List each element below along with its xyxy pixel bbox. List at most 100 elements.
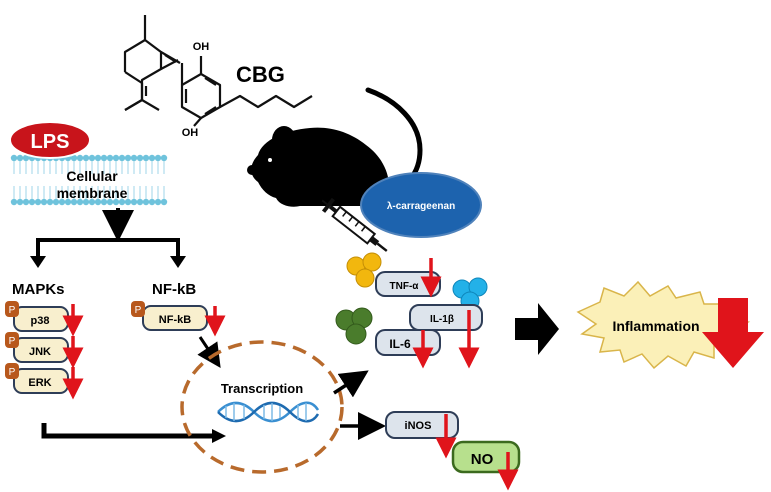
lipid-head bbox=[130, 154, 138, 162]
mapk-box-erk: ERK bbox=[13, 368, 69, 394]
lipid-head bbox=[118, 154, 126, 162]
lipid-head bbox=[124, 154, 132, 162]
lipid-head bbox=[112, 154, 120, 162]
lipid-head bbox=[34, 198, 42, 206]
mapk-box-p38: p38 bbox=[13, 306, 69, 332]
nfkb-title: NF-kB bbox=[152, 281, 196, 298]
lipid-head bbox=[160, 154, 168, 162]
mapk-label-jnk: JNK bbox=[29, 346, 51, 358]
lipid-head bbox=[46, 198, 54, 206]
phospho-badge: P bbox=[131, 301, 145, 317]
lipid-head bbox=[82, 198, 90, 206]
mouse-silhouette bbox=[247, 87, 423, 207]
nucleus-to-cytokines-arrow bbox=[333, 370, 369, 398]
lipid-head bbox=[52, 198, 60, 206]
phospho-badge: P bbox=[5, 332, 19, 348]
arrow-head-nfkb bbox=[170, 256, 186, 268]
lipid-head bbox=[22, 198, 30, 206]
nfkb-box-label: NF-kB bbox=[159, 314, 191, 326]
lipid-head bbox=[82, 154, 90, 162]
no-label: NO bbox=[471, 451, 494, 468]
cytokine-box-il1b: IL-1β bbox=[409, 304, 483, 331]
svg-text:P: P bbox=[9, 336, 16, 347]
membrane-bilayer bbox=[10, 154, 168, 206]
phospho-badge: P bbox=[5, 301, 19, 317]
branch-arrows bbox=[36, 208, 180, 258]
lipid-head bbox=[10, 198, 18, 206]
lipid-head bbox=[112, 198, 120, 206]
svg-text:P: P bbox=[9, 367, 16, 378]
nucleus bbox=[180, 340, 344, 474]
lipid-head bbox=[40, 198, 48, 206]
nucleus-label: Transcription bbox=[221, 381, 303, 396]
syringe-icon bbox=[321, 197, 388, 252]
right-arrow-icon bbox=[515, 303, 559, 355]
lipid-head bbox=[10, 154, 18, 162]
lipid-head bbox=[148, 198, 156, 206]
mapk-label-p38: p38 bbox=[31, 315, 50, 327]
lipid-head bbox=[70, 154, 78, 162]
lipid-head bbox=[58, 198, 66, 206]
cbg-label: CBG bbox=[236, 62, 285, 87]
right-arrow-icon bbox=[212, 429, 226, 443]
phospho-badge: P bbox=[5, 363, 19, 379]
membrane-label-line1: Cellular bbox=[66, 168, 118, 184]
mapk-to-nucleus-arrow bbox=[41, 423, 215, 439]
gold-cytokine-dots bbox=[346, 252, 382, 288]
cytokine-label-tnf: TNF-α bbox=[390, 281, 420, 292]
no-box: NO bbox=[451, 440, 521, 474]
lipid-head bbox=[94, 198, 102, 206]
carrageenan-ellipse bbox=[360, 172, 482, 238]
green-cytokine-dots bbox=[335, 307, 373, 345]
carrageenan-label: λ-carrageenan bbox=[387, 201, 455, 212]
membrane-label-line2: membrane bbox=[57, 185, 128, 201]
lipid-head bbox=[88, 154, 96, 162]
svg-text:P: P bbox=[9, 305, 16, 316]
lipid-head bbox=[136, 154, 144, 162]
lipid-head bbox=[142, 198, 150, 206]
nfkb-box: NF-kB bbox=[142, 305, 208, 331]
cytokine-label-il1b: IL-1β bbox=[430, 314, 454, 325]
mapk-label-erk: ERK bbox=[28, 377, 51, 389]
lipid-head bbox=[142, 154, 150, 162]
cbg-oh-bottom: OH bbox=[182, 127, 199, 139]
lipid-head bbox=[124, 198, 132, 206]
lipid-head bbox=[64, 198, 72, 206]
lipid-head bbox=[94, 154, 102, 162]
cbg-structure bbox=[123, 15, 313, 127]
cytokine-box-il6: IL-6 bbox=[375, 329, 441, 356]
lipid-head bbox=[70, 198, 78, 206]
lipid-head bbox=[100, 198, 108, 206]
lipid-head bbox=[28, 198, 36, 206]
lipid-head bbox=[76, 198, 84, 206]
mapk-box-jnk: JNK bbox=[13, 337, 69, 363]
inos-box: iNOS bbox=[385, 411, 459, 439]
lipid-head bbox=[160, 198, 168, 206]
lipid-head bbox=[106, 198, 114, 206]
mapk-title: MAPKs bbox=[12, 281, 65, 298]
svg-text:P: P bbox=[135, 305, 142, 316]
lipid-head bbox=[16, 154, 24, 162]
lipid-head bbox=[130, 198, 138, 206]
lipid-head bbox=[154, 154, 162, 162]
inflammation-label: Inflammation bbox=[612, 318, 699, 334]
lipid-head bbox=[100, 154, 108, 162]
lipid-head bbox=[106, 154, 114, 162]
lps-label: LPS bbox=[31, 131, 70, 153]
arrow-head-mapk bbox=[30, 256, 46, 268]
inos-label: iNOS bbox=[405, 420, 432, 432]
cbg-oh-top: OH bbox=[193, 41, 210, 53]
down-arrow-icon bbox=[702, 298, 764, 368]
dna-helix-icon bbox=[217, 401, 320, 423]
lipid-head bbox=[88, 198, 96, 206]
lipid-head bbox=[16, 198, 24, 206]
cytokine-label-il6: IL-6 bbox=[389, 337, 411, 351]
lipid-head bbox=[154, 198, 162, 206]
lipid-head bbox=[22, 154, 30, 162]
lps-badge bbox=[9, 121, 91, 159]
lipid-head bbox=[118, 198, 126, 206]
lipid-head bbox=[136, 198, 144, 206]
lipid-head bbox=[148, 154, 156, 162]
lipid-head bbox=[76, 154, 84, 162]
